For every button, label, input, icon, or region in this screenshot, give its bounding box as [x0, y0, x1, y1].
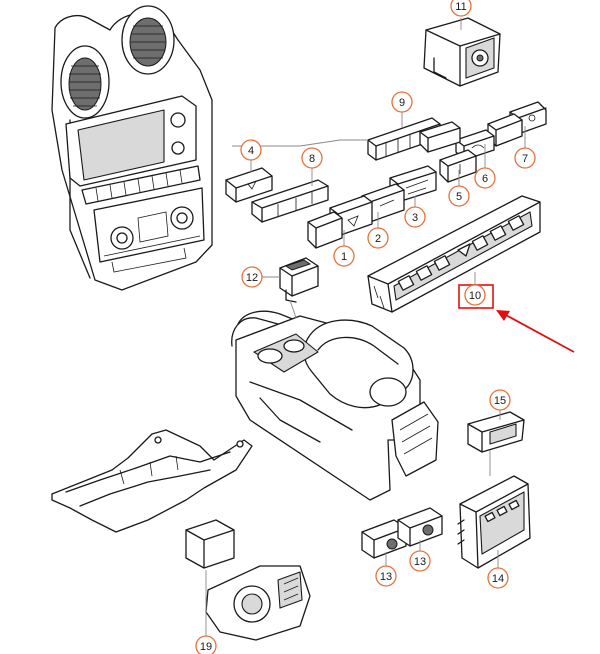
red-arrow-icon — [496, 310, 575, 353]
callout-label: 4 — [248, 145, 254, 157]
callout-label: 10 — [469, 290, 481, 302]
callout-label: 13 — [414, 556, 426, 568]
callout-label: 12 — [246, 272, 258, 284]
callout-circle — [514, 147, 536, 169]
leader-lines — [205, 18, 526, 636]
callout-4: 4 — [240, 139, 262, 161]
part-15-switch — [467, 411, 525, 453]
callout-5: 5 — [448, 185, 470, 207]
callout-circle — [375, 565, 397, 587]
callout-label: 13 — [380, 571, 392, 583]
callout-2: 2 — [367, 227, 389, 249]
part-19-light-switch — [185, 519, 311, 641]
callout-label: 15 — [494, 395, 506, 407]
callout-8: 8 — [301, 147, 323, 169]
callout-11: 11 — [450, 0, 472, 17]
callout-markers: 11 9 4 8 7 6 5 3 2 1 12 10 15 13 13 14 19 — [195, 0, 536, 654]
callout-6: 6 — [474, 167, 496, 189]
part-7b-switch — [487, 113, 523, 147]
panel-buttons — [397, 215, 525, 291]
callout-13a: 13 — [375, 565, 397, 587]
center-console-art — [231, 310, 439, 501]
part-4-switch — [225, 167, 273, 203]
callout-circle — [240, 139, 262, 161]
callout-circle — [241, 266, 263, 288]
callout-circle — [487, 567, 509, 589]
callout-circle — [409, 550, 431, 572]
part-1b-switch — [307, 211, 343, 249]
part-5-switch — [439, 149, 477, 183]
callout-label: 6 — [482, 173, 488, 185]
callout-15: 15 — [489, 389, 511, 411]
air-vent-left — [60, 45, 110, 119]
floor-bracket-art — [51, 429, 253, 533]
callout-circle — [367, 227, 389, 249]
part-12-switch — [279, 257, 319, 303]
callout-label: 11 — [455, 1, 466, 13]
callout-circle — [474, 167, 496, 189]
callout-label: 19 — [200, 641, 212, 653]
callout-circle — [404, 206, 426, 228]
part-10-switch-panel — [367, 195, 541, 313]
callout-label: 1 — [341, 251, 347, 263]
callout-label: 9 — [399, 97, 405, 109]
callout-label: 3 — [412, 212, 418, 224]
callout-10: 10 — [464, 284, 486, 306]
part-9-switch-strip — [367, 117, 441, 161]
callout-circle — [333, 245, 355, 267]
callout-label: 5 — [456, 191, 462, 203]
callout-circle — [301, 147, 323, 169]
callout-14: 14 — [487, 567, 509, 589]
callout-circle — [195, 635, 217, 654]
callout-label: 14 — [492, 573, 504, 585]
callout-7: 7 — [514, 147, 536, 169]
callout-circle — [448, 185, 470, 207]
part-14-rear-panel — [457, 475, 531, 569]
callout-circle — [464, 284, 486, 306]
part-6b-switch — [419, 121, 461, 153]
callout-circle — [450, 0, 472, 17]
callout-label: 7 — [522, 153, 528, 165]
callout-1: 1 — [333, 245, 355, 267]
callout-label: 2 — [375, 233, 381, 245]
part-8-switch-strip — [251, 179, 329, 223]
callout-circle — [489, 389, 511, 411]
callout-3: 3 — [404, 206, 426, 228]
air-vent-right — [121, 5, 175, 75]
callout-9: 9 — [391, 91, 413, 113]
callout-circle — [391, 91, 413, 113]
callout-13b: 13 — [409, 550, 431, 572]
callout-19: 19 — [195, 635, 217, 654]
dashboard-center-console-art — [51, 5, 213, 291]
part-11-switch — [423, 17, 501, 87]
callout-label: 8 — [309, 153, 315, 165]
part-13-switch-b — [397, 507, 443, 547]
part-13-switch-a — [361, 519, 407, 559]
callout-12: 12 — [241, 266, 263, 288]
